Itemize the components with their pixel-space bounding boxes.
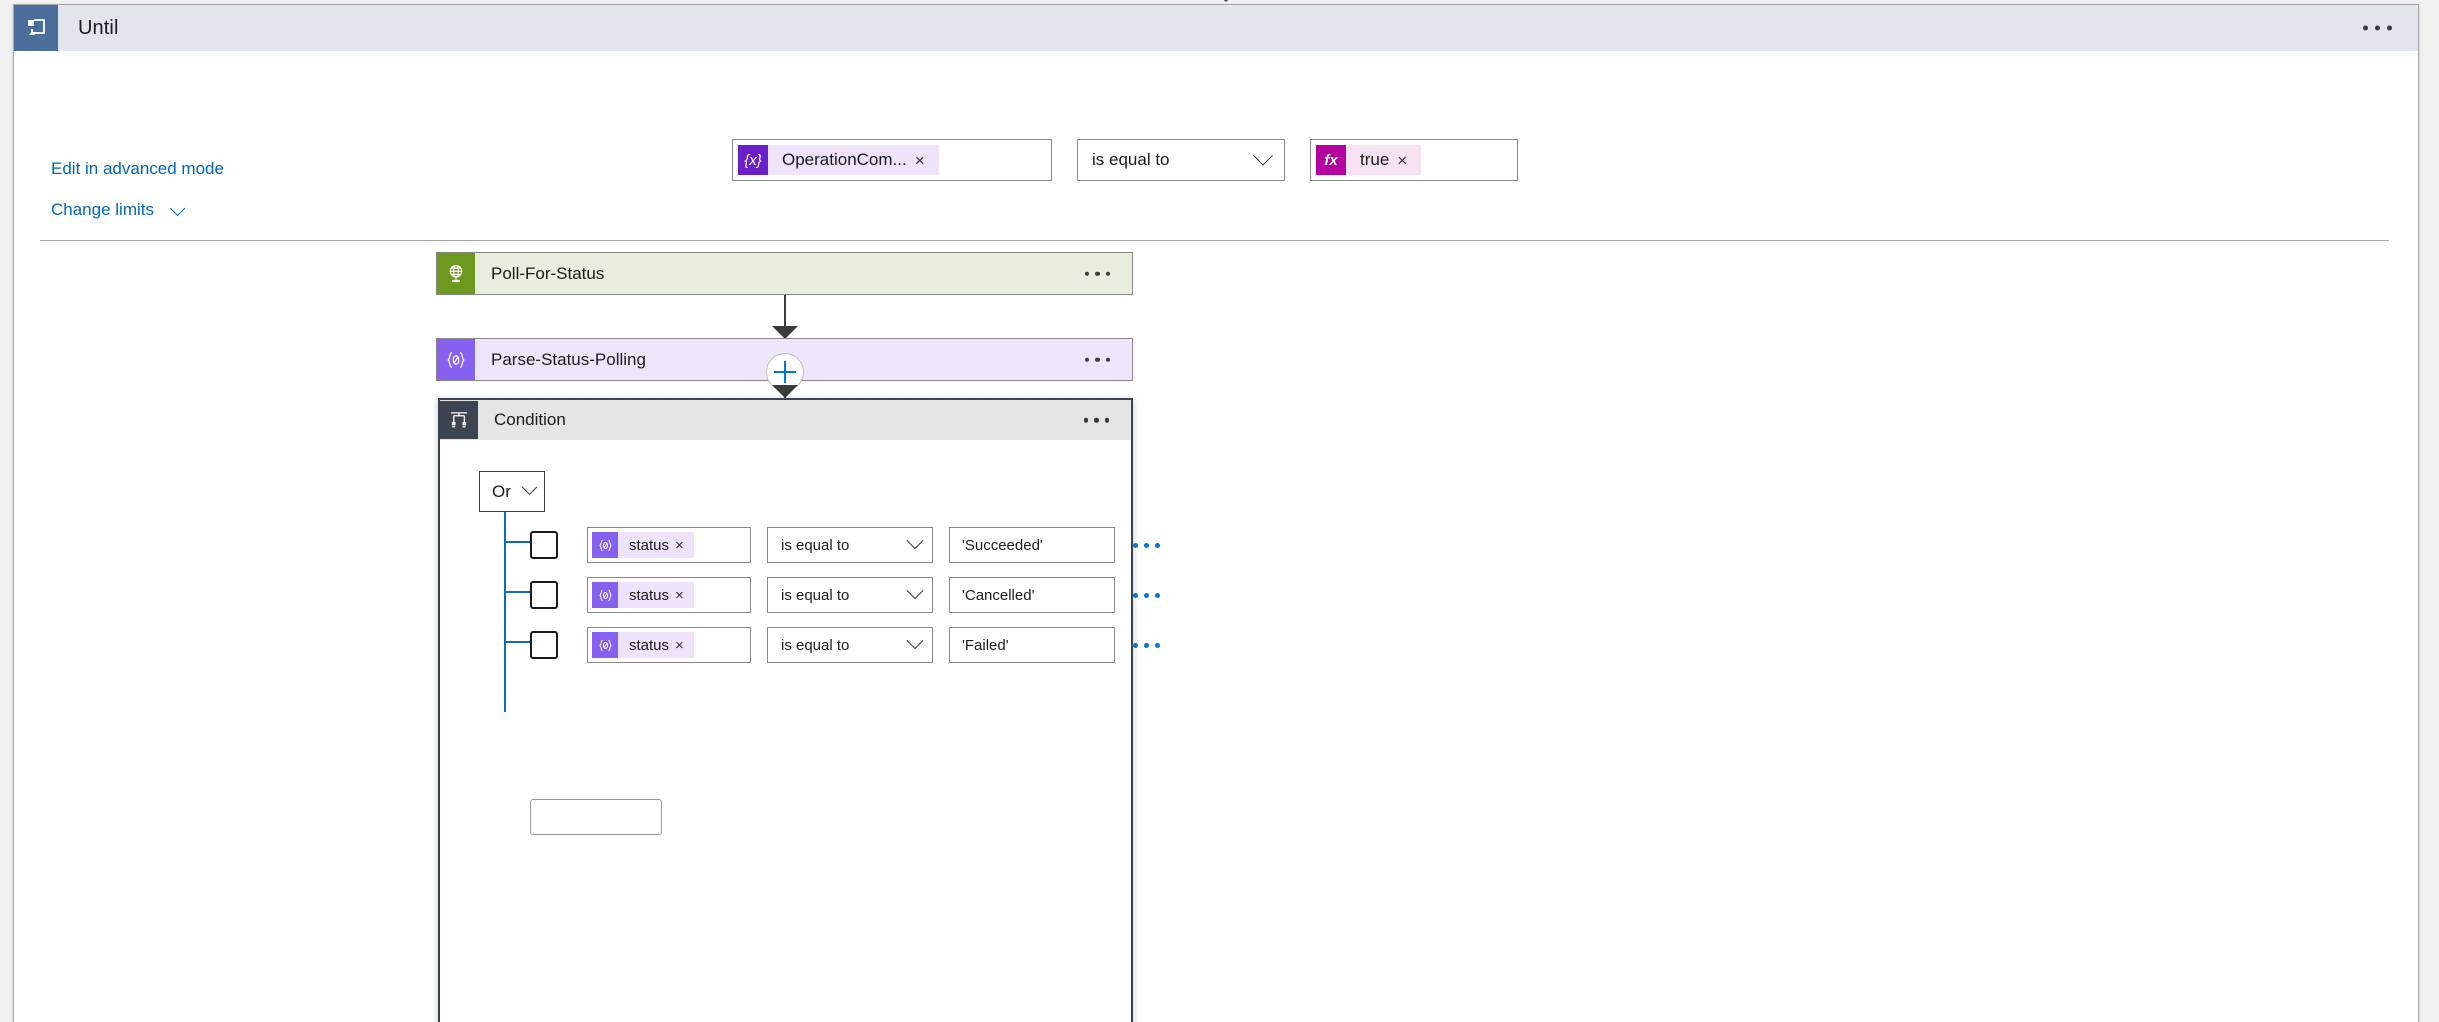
json-token[interactable]: status × bbox=[592, 632, 694, 658]
json-token[interactable]: status × bbox=[592, 532, 694, 558]
expression-token-label: true bbox=[1360, 150, 1390, 169]
remove-token-icon[interactable]: × bbox=[675, 536, 684, 554]
condition-branch-icon bbox=[440, 401, 478, 439]
until-inner-flow: Poll-For-Status Parse-Status-Polling bbox=[14, 252, 2418, 1022]
variable-token-icon: {x} bbox=[738, 145, 768, 175]
chevron-down-icon bbox=[1253, 145, 1273, 166]
json-token[interactable]: status × bbox=[592, 582, 694, 608]
incoming-connector-arrow bbox=[1211, 0, 1241, 2]
json-token-label: status bbox=[629, 536, 670, 554]
row-overflow-menu[interactable] bbox=[1129, 585, 1164, 606]
condition-operator-select[interactable]: is equal to bbox=[767, 527, 933, 563]
condition-action-card[interactable]: Condition Or bbox=[438, 398, 1160, 1022]
until-left-operand-field[interactable]: {x} OperationCom... × bbox=[732, 139, 1052, 181]
logic-operator-value: Or bbox=[492, 481, 511, 501]
condition-operator-select[interactable]: is equal to bbox=[767, 577, 933, 613]
condition-value-input[interactable]: 'Failed' bbox=[949, 627, 1115, 663]
condition-card-title: Condition bbox=[494, 410, 566, 429]
row-overflow-menu[interactable] bbox=[1129, 635, 1164, 656]
connector-arrow bbox=[772, 326, 798, 339]
change-limits-link[interactable]: Change limits bbox=[51, 200, 186, 220]
remove-token-icon[interactable]: × bbox=[675, 586, 684, 604]
loop-until-icon bbox=[14, 5, 58, 51]
section-divider bbox=[40, 240, 2389, 241]
action-card-title: Parse-Status-Polling bbox=[491, 349, 646, 369]
until-overflow-menu[interactable] bbox=[2355, 18, 2400, 39]
expression-token[interactable]: fx true × bbox=[1316, 145, 1422, 175]
parse-json-icon bbox=[437, 339, 475, 380]
condition-card-header[interactable]: Condition bbox=[440, 400, 1131, 440]
parse-json-token-icon bbox=[592, 532, 618, 558]
until-right-operand-field[interactable]: fx true × bbox=[1310, 139, 1518, 181]
condition-tree-line bbox=[504, 512, 506, 712]
condition-operator-value: is equal to bbox=[781, 586, 850, 604]
condition-value-input[interactable]: 'Succeeded' bbox=[949, 527, 1115, 563]
condition-value-input[interactable]: 'Cancelled' bbox=[949, 577, 1115, 613]
condition-card-body: Or bbox=[440, 440, 1160, 1022]
json-token-label: status bbox=[629, 586, 670, 604]
chevron-down-icon bbox=[906, 582, 924, 600]
condition-tree-stub bbox=[504, 541, 530, 543]
until-card-title: Until bbox=[78, 16, 119, 39]
row-overflow-menu[interactable] bbox=[1129, 535, 1164, 556]
condition-row-checkbox[interactable] bbox=[530, 631, 558, 659]
remove-token-icon[interactable]: × bbox=[1397, 150, 1408, 170]
condition-row-checkbox[interactable] bbox=[530, 581, 558, 609]
chevron-down-icon bbox=[906, 532, 924, 550]
parse-json-token-icon bbox=[592, 632, 618, 658]
condition-left-operand-field[interactable]: status × bbox=[587, 527, 751, 563]
remove-token-icon[interactable]: × bbox=[914, 150, 925, 170]
remove-token-icon[interactable]: × bbox=[675, 636, 684, 654]
node-overflow-menu[interactable] bbox=[1077, 263, 1119, 284]
variable-token-label: OperationCom... bbox=[782, 150, 907, 169]
condition-operator-value: is equal to bbox=[781, 536, 850, 554]
add-condition-button[interactable] bbox=[530, 799, 662, 835]
condition-tree-stub bbox=[504, 591, 530, 593]
until-action-card[interactable]: Until {x} OperationCom... × is equal to bbox=[13, 4, 2419, 1022]
variable-token[interactable]: {x} OperationCom... × bbox=[738, 145, 939, 175]
expression-token-icon: fx bbox=[1316, 145, 1346, 175]
http-globe-icon bbox=[437, 253, 475, 294]
change-limits-label: Change limits bbox=[51, 200, 154, 219]
condition-left-operand-field[interactable]: status × bbox=[587, 627, 751, 663]
json-token-label: status bbox=[629, 636, 670, 654]
logic-operator-select[interactable]: Or bbox=[479, 471, 545, 512]
action-card-title: Poll-For-Status bbox=[491, 263, 605, 283]
parse-json-token-icon bbox=[592, 582, 618, 608]
chevron-down-icon bbox=[169, 200, 186, 216]
condition-operator-select[interactable]: is equal to bbox=[767, 627, 933, 663]
until-operator-select[interactable]: is equal to bbox=[1077, 139, 1285, 181]
condition-overflow-menu[interactable] bbox=[1076, 410, 1118, 431]
add-step-button[interactable] bbox=[766, 353, 804, 391]
condition-row: status × is equal to 'Failed' bbox=[530, 627, 1164, 663]
until-condition-expression-row: {x} OperationCom... × is equal to fx tru… bbox=[732, 139, 1518, 181]
until-card-body: {x} OperationCom... × is equal to fx tru… bbox=[14, 51, 2418, 299]
connector-line bbox=[784, 295, 786, 329]
condition-row: status × is equal to 'Succeeded' bbox=[530, 527, 1164, 563]
condition-left-operand-field[interactable]: status × bbox=[587, 577, 751, 613]
until-operator-value: is equal to bbox=[1092, 150, 1170, 169]
until-card-header[interactable]: Until bbox=[14, 5, 2418, 51]
node-overflow-menu[interactable] bbox=[1077, 349, 1119, 370]
edit-in-advanced-mode-link[interactable]: Edit in advanced mode bbox=[51, 159, 224, 178]
condition-operator-value: is equal to bbox=[781, 636, 850, 654]
condition-row-checkbox[interactable] bbox=[530, 531, 558, 559]
condition-row: status × is equal to 'Cancelled' bbox=[530, 577, 1164, 613]
connector-arrow bbox=[772, 385, 798, 398]
condition-tree-stub bbox=[504, 641, 530, 643]
chevron-down-icon bbox=[906, 632, 924, 650]
chevron-down-icon bbox=[521, 479, 538, 496]
action-card-poll-for-status[interactable]: Poll-For-Status bbox=[436, 252, 1133, 295]
